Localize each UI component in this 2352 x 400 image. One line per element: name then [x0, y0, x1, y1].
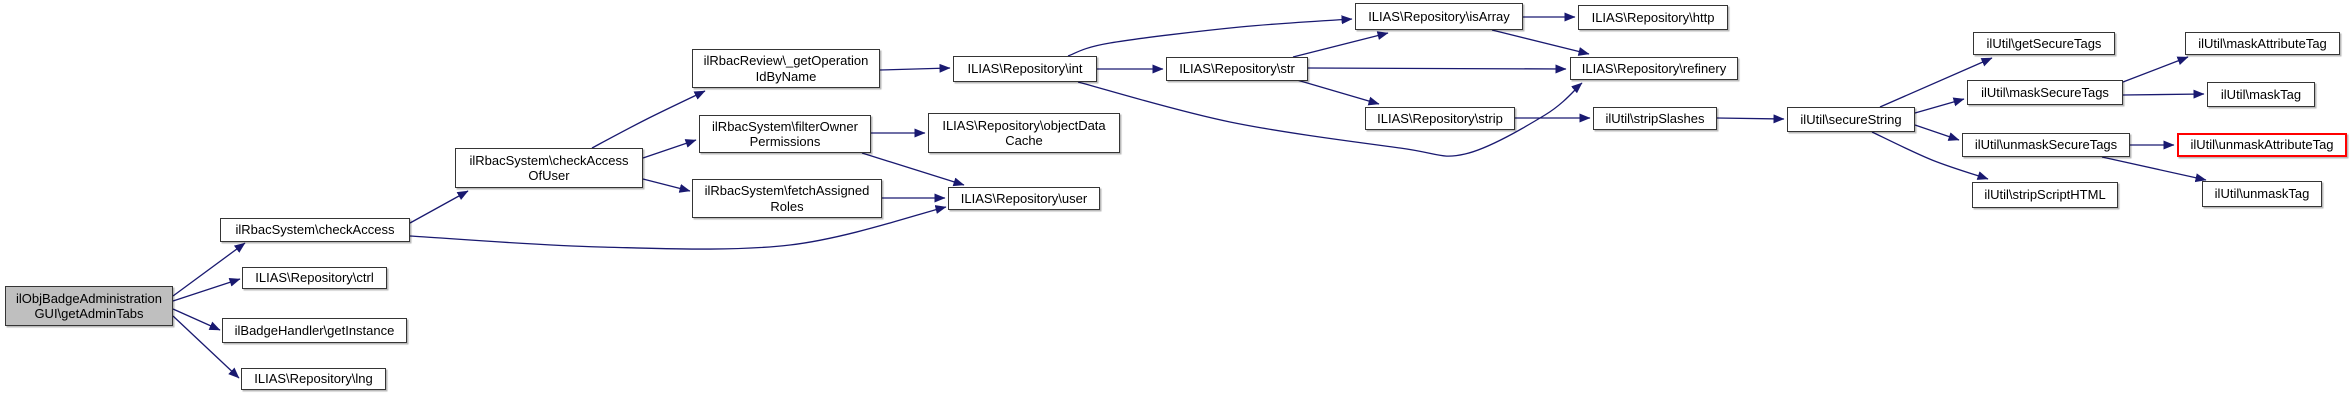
- edge-maskSecureTags-to-maskAttributeTag: [2122, 56, 2189, 83]
- node-int[interactable]: ILIAS\Repository\int: [953, 56, 1097, 82]
- node-isArray[interactable]: ILIAS\Repository\isArray: [1355, 3, 1523, 30]
- edge-getAdminTabs-to-checkAccess: [172, 242, 246, 297]
- edge-checkAccess-to-user: [409, 205, 947, 250]
- edge-str-to-isArray: [1292, 31, 1389, 58]
- edge-getAdminTabs-to-getInstance: [172, 308, 221, 331]
- node-http[interactable]: ILIAS\Repository\http: [1578, 5, 1728, 30]
- edges: [172, 12, 2207, 379]
- node-unmaskTag[interactable]: ilUtil\unmaskTag: [2202, 181, 2322, 207]
- edge-getOperationIdByName-to-int: [879, 63, 951, 73]
- edge-filterOwnerPermissions-to-user: [861, 152, 965, 187]
- edge-checkAccessOfUser-to-getOperationIdByName: [591, 90, 706, 149]
- node-maskTag[interactable]: ilUtil\maskTag: [2207, 82, 2315, 107]
- edge-getAdminTabs-to-ctrl: [172, 278, 241, 302]
- edge-checkAccess-to-checkAccessOfUser: [409, 190, 469, 224]
- edge-str-to-refinery: [1307, 64, 1567, 74]
- node-strip[interactable]: ILIAS\Repository\strip: [1365, 107, 1515, 130]
- edge-getAdminTabs-to-lng: [172, 315, 240, 379]
- node-unmaskAttributeTag[interactable]: ilUtil\unmaskAttributeTag: [2177, 133, 2347, 157]
- node-getSecureTags[interactable]: ilUtil\getSecureTags: [1973, 32, 2115, 55]
- edge-checkAccessOfUser-to-fetchAssignedRoles: [642, 178, 691, 193]
- node-maskAttributeTag[interactable]: ilUtil\maskAttributeTag: [2185, 32, 2340, 55]
- edge-isArray-to-refinery: [1491, 29, 1590, 56]
- edge-unmaskSecureTags-to-unmaskTag: [2101, 156, 2207, 183]
- node-checkAccessOfUser[interactable]: ilRbacSystem\checkAccess OfUser: [455, 148, 643, 188]
- node-getAdminTabs[interactable]: ilObjBadgeAdministration GUI\getAdminTab…: [5, 286, 173, 326]
- node-secureString[interactable]: ilUtil\secureString: [1787, 107, 1915, 132]
- node-getOperationIdByName[interactable]: ilRbacReview\_getOperation IdByName: [692, 49, 880, 88]
- edge-int-to-refinery: [1077, 81, 1583, 157]
- node-user[interactable]: ILIAS\Repository\user: [948, 187, 1100, 210]
- edge-stripSlashes-to-secureString: [1716, 114, 1785, 124]
- edge-checkAccessOfUser-to-filterOwnerPermissions: [642, 139, 697, 159]
- node-fetchAssignedRoles[interactable]: ilRbacSystem\fetchAssigned Roles: [692, 179, 882, 218]
- node-maskSecureTags[interactable]: ilUtil\maskSecureTags: [1967, 80, 2123, 105]
- node-getInstance[interactable]: ilBadgeHandler\getInstance: [222, 318, 407, 343]
- edge-maskSecureTags-to-maskTag: [2122, 89, 2205, 99]
- node-lng[interactable]: ILIAS\Repository\lng: [241, 368, 386, 390]
- node-str[interactable]: ILIAS\Repository\str: [1166, 57, 1308, 81]
- node-stripSlashes[interactable]: ilUtil\stripSlashes: [1593, 107, 1717, 130]
- node-checkAccess[interactable]: ilRbacSystem\checkAccess: [220, 218, 410, 242]
- edge-secureString-to-stripScriptHTML: [1871, 131, 1989, 180]
- node-unmaskSecureTags[interactable]: ilUtil\unmaskSecureTags: [1962, 133, 2130, 157]
- node-refinery[interactable]: ILIAS\Repository\refinery: [1570, 57, 1738, 80]
- edge-secureString-to-maskSecureTags: [1914, 97, 1965, 114]
- edge-int-to-isArray: [1067, 15, 1353, 57]
- node-ctrl[interactable]: ILIAS\Repository\ctrl: [242, 267, 387, 289]
- edge-secureString-to-getSecureTags: [1879, 57, 1993, 108]
- node-objectDataCache[interactable]: ILIAS\Repository\objectData Cache: [928, 113, 1120, 153]
- edge-str-to-strip: [1296, 79, 1380, 106]
- node-stripScriptHTML[interactable]: ilUtil\stripScriptHTML: [1972, 182, 2118, 208]
- edge-secureString-to-unmaskSecureTags: [1914, 124, 1960, 141]
- node-filterOwnerPermissions[interactable]: ilRbacSystem\filterOwner Permissions: [699, 115, 871, 153]
